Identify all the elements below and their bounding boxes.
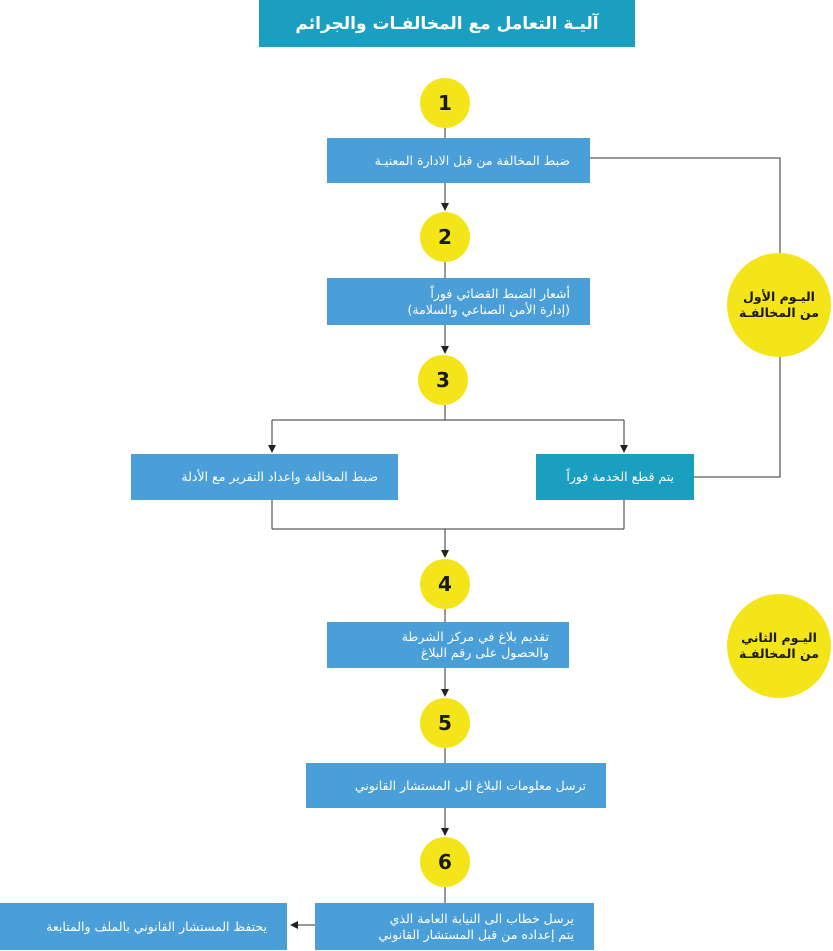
page-title: آليـة التعامل مع المخالفـات والجرائم bbox=[259, 0, 635, 47]
step-1-box: ضبط المخالفة من قبل الادارة المعنيـة bbox=[327, 138, 590, 183]
step-2-text-line-1: أشعار الضبط القضائي فوراً bbox=[430, 285, 570, 301]
step-6-text-line-1: يرسل خطاب الى النيابة العامة الذي bbox=[389, 910, 574, 926]
bracket-top bbox=[590, 157, 781, 253]
step-6-box: يرسل خطاب الى النيابة العامة الذي يتم إع… bbox=[315, 903, 594, 950]
step-4-number: 4 bbox=[438, 572, 452, 596]
step-4-text-line-1: تقديم بلاغ في مركز الشرطة bbox=[401, 629, 549, 644]
step-6-number: 6 bbox=[438, 850, 452, 874]
step-4-box: تقديم بلاغ في مركز الشرطة والحصول على رق… bbox=[327, 622, 569, 668]
step-3-right-box: يتم قطع الخدمة فوراً bbox=[536, 454, 694, 500]
step-4-circle: 4 bbox=[420, 559, 470, 609]
step-1-number: 1 bbox=[438, 91, 452, 115]
step-6-text-line-2: يتم إعداده من قبل المستشار القانوني bbox=[378, 926, 574, 942]
step-4-text-line-2: والحصول على رقم البلاغ bbox=[420, 645, 549, 660]
final-box: يحتفظ المستشار القانوني بالملف والمتابعة bbox=[0, 903, 287, 950]
step-3-number: 3 bbox=[436, 368, 450, 392]
bracket-bottom bbox=[694, 357, 781, 478]
step-3-left-text: ضبط المخالفة واعداد التقرير مع الأدلة bbox=[181, 469, 378, 484]
step-3-right-text: يتم قطع الخدمة فوراً bbox=[566, 469, 674, 484]
step-3-circle: 3 bbox=[418, 355, 468, 405]
step-3-left-box: ضبط المخالفة واعداد التقرير مع الأدلة bbox=[131, 454, 398, 500]
day-1-line-2: من المخالفـة bbox=[739, 305, 819, 320]
step-5-number: 5 bbox=[438, 711, 452, 735]
day-2-line-1: اليـوم الثاني bbox=[741, 630, 817, 645]
day-2-line-2: من المخالفـة bbox=[739, 646, 819, 661]
step-5-text: ترسل معلومات البلاغ الى المستشار القانون… bbox=[354, 777, 586, 793]
day-1-line-1: اليـوم الأول bbox=[743, 289, 815, 304]
step-1-circle: 1 bbox=[420, 78, 470, 128]
day-2-circle: اليـوم الثاني من المخالفـة bbox=[727, 594, 831, 698]
step-2-number: 2 bbox=[438, 225, 452, 249]
final-text: يحتفظ المستشار القانوني بالملف والمتابعة bbox=[46, 918, 267, 934]
step-5-circle: 5 bbox=[420, 698, 470, 748]
step-2-circle: 2 bbox=[420, 212, 470, 262]
step-5-box: ترسل معلومات البلاغ الى المستشار القانون… bbox=[306, 763, 606, 808]
step-2-box: أشعار الضبط القضائي فوراً (إدارة الأمن ا… bbox=[327, 278, 590, 325]
step-1-text: ضبط المخالفة من قبل الادارة المعنيـة bbox=[374, 152, 570, 168]
step-6-circle: 6 bbox=[420, 837, 470, 887]
step-2-text-line-2: (إدارة الأمن الصناعي والسلامة) bbox=[407, 301, 571, 317]
day-1-circle: اليـوم الأول من المخالفـة bbox=[727, 253, 831, 357]
